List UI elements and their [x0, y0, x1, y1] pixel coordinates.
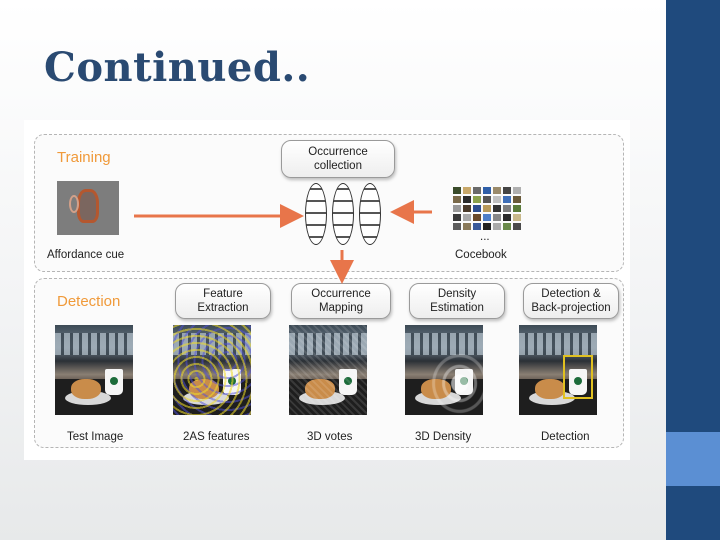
- training-title: Training: [57, 149, 111, 166]
- stage-detection-back-projection: Detection & Back-projection: [523, 283, 619, 319]
- stage-feature-extraction-line2: Extraction: [197, 302, 249, 314]
- caption-3d-votes: 3D votes: [307, 431, 353, 443]
- photo-detection: [519, 325, 597, 415]
- stage-detection-line2: Back-projection: [531, 302, 611, 314]
- occurrence-column-1: [305, 183, 327, 245]
- photo-test-image: [55, 325, 133, 415]
- detection-title: Detection: [57, 293, 121, 310]
- caption-detection: Detection: [541, 431, 590, 443]
- slide-title: Continued..: [44, 44, 311, 91]
- training-panel: Training Affordance cue Occurrence colle…: [34, 134, 624, 272]
- affordance-object: [77, 189, 99, 223]
- occurrence-collection-line1: Occurrence: [308, 146, 368, 158]
- stage-feature-extraction-line1: Feature: [203, 288, 243, 300]
- caption-test-image: Test Image: [67, 431, 124, 443]
- stage-density-estimation-line2: Estimation: [430, 302, 484, 314]
- caption-3d-density: 3D Density: [415, 431, 472, 443]
- occurrence-collection-box: Occurrence collection: [281, 140, 395, 178]
- stage-occurrence-mapping-line2: Mapping: [318, 302, 364, 314]
- photo-3d-density: [405, 325, 483, 415]
- stage-occurrence-mapping: Occurrence Mapping: [291, 283, 391, 319]
- occurrence-column-2: [332, 183, 354, 245]
- affordance-cue-image: [57, 181, 119, 235]
- pipeline-figure: Training Affordance cue Occurrence colle…: [24, 120, 630, 460]
- detection-bounding-box: [563, 355, 593, 399]
- affordance-cue-label: Affordance cue: [47, 249, 125, 261]
- occurrence-column-3: [359, 183, 381, 245]
- stage-occurrence-mapping-line1: Occurrence: [311, 288, 371, 300]
- codebook-ellipsis: ...: [480, 231, 490, 243]
- occurrence-collection-line2: collection: [314, 160, 362, 172]
- stage-detection-line1: Detection &: [541, 288, 601, 300]
- stage-feature-extraction: Feature Extraction: [175, 283, 271, 319]
- stage-density-estimation-line1: Density: [437, 288, 477, 300]
- photo-3d-votes: [289, 325, 367, 415]
- codebook-grid: [453, 187, 521, 230]
- affordance-handle: [69, 195, 79, 213]
- codebook-label: Cocebook: [455, 249, 507, 261]
- detection-panel: Detection Feature Extraction Occurrence …: [34, 278, 624, 448]
- stage-density-estimation: Density Estimation: [409, 283, 505, 319]
- caption-2as-features: 2AS features: [183, 431, 250, 443]
- right-accent-square: [666, 432, 720, 486]
- photo-2as-features: [173, 325, 251, 415]
